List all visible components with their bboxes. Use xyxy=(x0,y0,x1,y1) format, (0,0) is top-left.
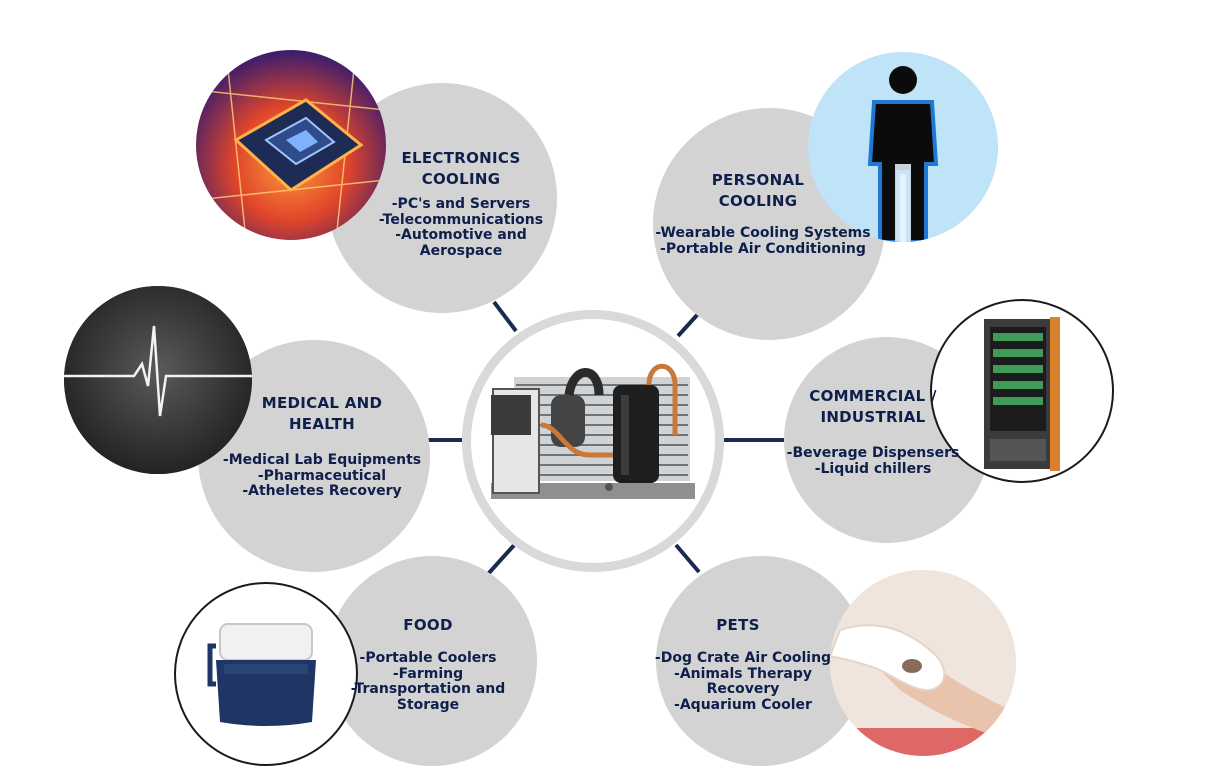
electronics-item: Aerospace xyxy=(419,242,503,259)
food-text: FOOD -Portable Coolers -Farming -Transpo… xyxy=(330,615,526,713)
medical-text: MEDICAL AND HEALTH -Medical Lab Equipmen… xyxy=(206,393,438,500)
dog-paw-hand-icon xyxy=(830,570,1016,756)
electronics-item: -Telecommunications xyxy=(378,211,544,228)
medical-item: -Atheletes Recovery xyxy=(242,483,402,499)
medical-title-line1: MEDICAL AND xyxy=(261,394,383,412)
connector-electronics xyxy=(492,300,518,333)
commercial-item: -Liquid chillers xyxy=(814,460,932,477)
vending-machine-icon xyxy=(930,299,1114,483)
electronics-item: -PC's and Servers xyxy=(391,196,531,212)
electronics-text: ELECTRONICS COOLING -PC's and Servers -T… xyxy=(347,148,575,259)
food-item: Storage xyxy=(396,696,460,713)
electronics-item: -Automotive and xyxy=(395,227,527,243)
food-title: FOOD xyxy=(403,616,453,634)
personal-item: -Wearable Cooling Systems xyxy=(655,225,871,241)
food-bubble xyxy=(327,556,537,766)
connector-personal xyxy=(676,312,700,338)
electronics-title-line2: COOLING xyxy=(421,170,501,188)
commercial-title-line2: INDUSTRIAL xyxy=(820,408,926,426)
pets-text: PETS -Dog Crate Air Cooling -Animals The… xyxy=(640,615,846,713)
personal-title-line1: PERSONAL xyxy=(711,171,805,189)
condensing-unit-icon xyxy=(489,355,697,503)
heartbeat-icon xyxy=(64,286,252,474)
food-item: -Farming xyxy=(392,665,464,682)
connector-pets xyxy=(674,543,701,574)
pets-item: -Aquarium Cooler xyxy=(674,696,812,713)
human-figure-icon xyxy=(808,52,998,242)
food-item: -Portable Coolers xyxy=(359,650,497,666)
personal-text: PERSONAL COOLING -Wearable Cooling Syste… xyxy=(644,170,882,257)
personal-title-line2: COOLING xyxy=(718,192,798,210)
cooler-box-icon xyxy=(174,582,358,766)
commercial-title-line1: COMMERCIAL / xyxy=(809,387,937,405)
pets-item: -Dog Crate Air Cooling xyxy=(654,650,832,666)
connector-food xyxy=(486,541,518,576)
pets-item: -Animals Therapy xyxy=(674,665,812,682)
commercial-text: COMMERCIAL / INDUSTRIAL -Beverage Dispen… xyxy=(770,386,976,477)
personal-item: -Portable Air Conditioning xyxy=(660,240,866,257)
circuit-chip-icon xyxy=(196,50,386,240)
commercial-item: -Beverage Dispensers xyxy=(786,445,960,461)
food-item: -Transportation and xyxy=(350,681,506,697)
medical-title-line2: HEALTH xyxy=(288,415,356,433)
electronics-title-line1: ELECTRONICS xyxy=(401,149,521,167)
medical-item: -Medical Lab Equipments xyxy=(222,452,422,468)
pets-item: Recovery xyxy=(706,681,780,697)
pets-title: PETS xyxy=(716,616,760,634)
medical-item: -Pharmaceutical xyxy=(257,467,387,484)
